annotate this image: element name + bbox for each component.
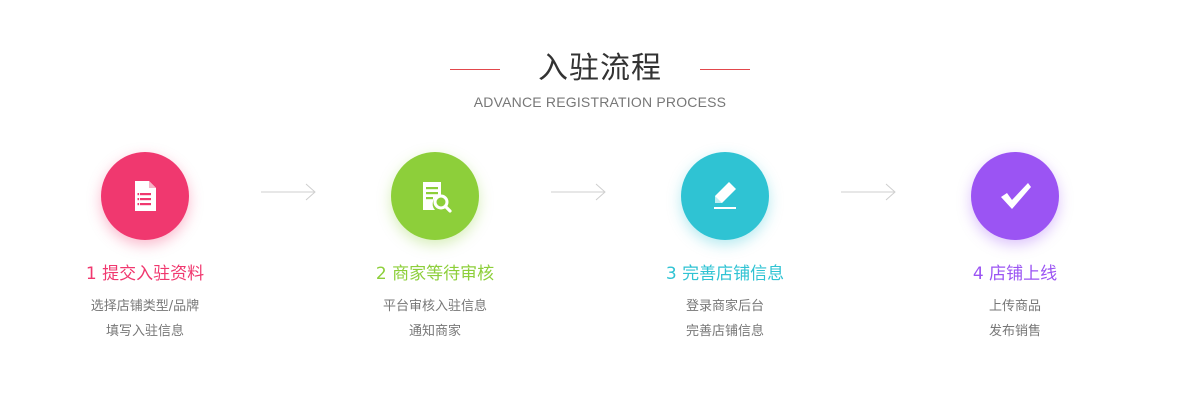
step-4: 4 店铺上线 上传商品 发布销售 bbox=[895, 152, 1135, 344]
step-1: 1 提交入驻资料 选择店铺类型/品牌 填写入驻信息 bbox=[25, 152, 265, 344]
document-search-icon bbox=[423, 182, 452, 213]
step-4-description: 上传商品 发布销售 bbox=[895, 294, 1135, 344]
step-4-line-2: 发布销售 bbox=[988, 324, 1041, 339]
title-row: 入驻流程 bbox=[0, 48, 1200, 90]
section-header: 入驻流程 ADVANCE REGISTRATION PROCESS bbox=[0, 48, 1200, 110]
step-3-line-2: 完善店铺信息 bbox=[685, 324, 764, 339]
document-icon bbox=[135, 181, 156, 211]
step-3-icon-circle bbox=[681, 152, 769, 240]
title-right-line bbox=[700, 68, 750, 70]
step-3-line-1: 登录商家后台 bbox=[685, 299, 764, 314]
arrow-right-icon bbox=[841, 183, 896, 201]
pen-edit-icon bbox=[714, 182, 736, 209]
step-2-description: 平台审核入驻信息 通知商家 bbox=[315, 294, 555, 344]
step-1-title: 1 提交入驻资料 bbox=[85, 264, 205, 284]
step-2-icon-circle bbox=[391, 152, 479, 240]
arrow-right-icon bbox=[261, 183, 316, 201]
step-1-line-2: 填写入驻信息 bbox=[105, 324, 184, 339]
title-left-line bbox=[450, 68, 500, 70]
step-3-description: 登录商家后台 完善店铺信息 bbox=[605, 294, 845, 344]
step-2-line-1: 平台审核入驻信息 bbox=[382, 299, 487, 314]
step-2-title: 2 商家等待审核 bbox=[375, 264, 495, 284]
step-2-line-2: 通知商家 bbox=[408, 324, 461, 339]
step-3: 3 完善店铺信息 登录商家后台 完善店铺信息 bbox=[605, 152, 845, 344]
step-4-title: 4 店铺上线 bbox=[972, 264, 1058, 284]
step-1-description: 选择店铺类型/品牌 填写入驻信息 bbox=[25, 294, 265, 344]
step-2: 2 商家等待审核 平台审核入驻信息 通知商家 bbox=[315, 152, 555, 344]
step-4-icon-circle bbox=[971, 152, 1059, 240]
step-3-title: 3 完善店铺信息 bbox=[665, 264, 785, 284]
page-title: 入驻流程 bbox=[538, 51, 662, 86]
step-4-line-1: 上传商品 bbox=[988, 299, 1041, 314]
arrow-right-icon bbox=[551, 183, 606, 201]
checkmark-icon bbox=[1001, 183, 1031, 209]
step-1-icon-circle bbox=[101, 152, 189, 240]
page-subtitle: ADVANCE REGISTRATION PROCESS bbox=[473, 94, 727, 110]
step-1-line-1: 选择店铺类型/品牌 bbox=[90, 299, 200, 314]
